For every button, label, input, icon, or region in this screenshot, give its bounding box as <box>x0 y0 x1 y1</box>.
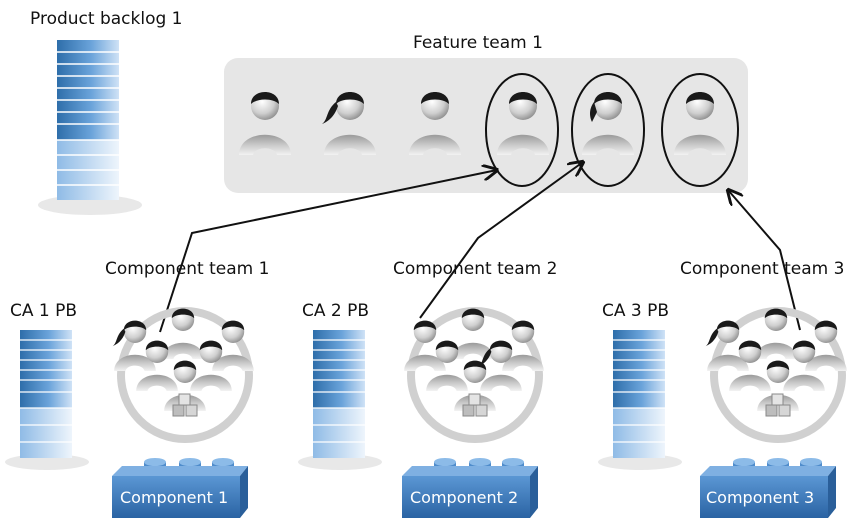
component-team-2-cluster <box>404 307 544 443</box>
product-backlog-stack <box>38 40 142 215</box>
person-icon <box>805 320 847 371</box>
cubes-icon <box>765 393 791 417</box>
person-icon <box>426 340 468 391</box>
component-team-3-label: Component team 3 <box>680 259 844 279</box>
product-backlog-label: Product backlog 1 <box>30 9 183 29</box>
person-icon <box>582 92 634 155</box>
component-team-1-label: Component team 1 <box>105 259 269 279</box>
cubes-icon <box>462 393 488 417</box>
feature-team-label: Feature team 1 <box>413 33 543 53</box>
ca3-backlog-label: CA 3 PB <box>602 301 669 321</box>
component-1-label: Component 1 <box>120 488 228 507</box>
component-2-label: Component 2 <box>410 488 518 507</box>
person-icon <box>729 340 771 391</box>
person-icon <box>478 340 522 391</box>
person-icon <box>502 320 544 371</box>
person-icon <box>162 308 204 359</box>
person-icon <box>783 340 825 391</box>
ca1-backlog-stack <box>5 330 89 470</box>
component-3-label: Component 3 <box>706 488 814 507</box>
person-icon <box>755 308 797 359</box>
person-icon <box>404 320 446 371</box>
person-icon <box>190 340 232 391</box>
component-team-1-cluster <box>112 307 254 443</box>
component-3-block: Component 3 <box>700 458 836 518</box>
component-team-2-label: Component team 2 <box>393 259 557 279</box>
component-2-block: Component 2 <box>402 458 538 518</box>
representative-ring-3 <box>661 73 739 187</box>
person-icon <box>212 320 254 371</box>
cubes-icon <box>172 393 198 417</box>
ca3-backlog-stack <box>598 330 682 470</box>
person-icon <box>452 308 494 359</box>
person-icon <box>497 92 549 155</box>
person-icon <box>409 92 461 155</box>
feature-team-members <box>239 92 726 155</box>
ca1-backlog-label: CA 1 PB <box>10 301 77 321</box>
arrow-team3-to-feature <box>728 190 801 331</box>
ca2-backlog-stack <box>298 330 382 470</box>
component-1-block: Component 1 <box>112 458 248 518</box>
person-icon <box>239 92 291 155</box>
person-icon <box>705 320 749 371</box>
component-team-3-cluster <box>705 307 847 443</box>
person-icon <box>136 340 178 391</box>
person-icon <box>322 92 376 155</box>
representative-ring-2 <box>571 73 645 187</box>
ca2-backlog-label: CA 2 PB <box>302 301 369 321</box>
arrow-team1-to-feature <box>159 170 497 333</box>
person-icon <box>674 92 726 155</box>
person-icon <box>112 320 156 371</box>
arrow-team2-to-feature <box>419 162 583 319</box>
representative-ring-1 <box>485 73 559 187</box>
